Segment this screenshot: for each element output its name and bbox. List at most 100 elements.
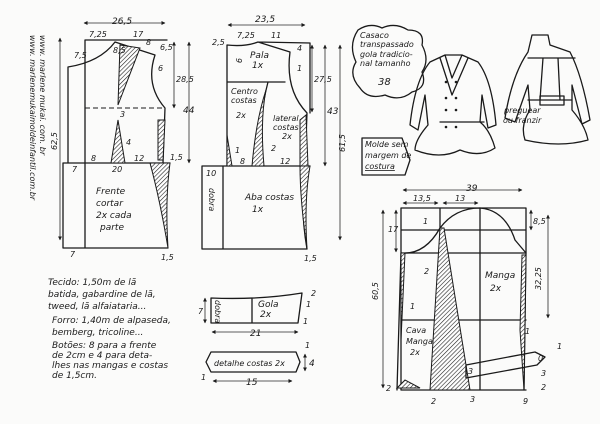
dimension-label: 2 (431, 397, 436, 406)
dimension-label: 12 (134, 154, 144, 163)
dimension-label: 12 (280, 157, 290, 166)
fabric-note: batida, gabardine de lã, (48, 290, 156, 300)
dimension-label: 1 (297, 64, 302, 73)
piece-label: Cava (406, 326, 426, 335)
piece-label: 2x (260, 310, 272, 320)
piece-label: Centro (231, 87, 258, 96)
dimension-label: 23,5 (255, 15, 275, 25)
dimension-label: 8 (240, 157, 245, 166)
dimension-label: 3 (541, 369, 546, 378)
piece-label: Aba costas (244, 193, 294, 203)
dimension-label: 32,25 (534, 267, 543, 290)
title-line: nal tamanho (360, 59, 411, 68)
dimension-label: 27,5 (314, 75, 332, 84)
sleeve-pattern-piece: 39 13,5 13 17 1 8,5 60,5 32,25 2 1 1 0 1… (371, 184, 562, 406)
dimension-label: 43 (327, 107, 339, 117)
dimension-label: 7 (72, 165, 78, 174)
fabric-note: tweed, lã alfaiataria... (48, 302, 146, 312)
piece-label: 2x cada (96, 211, 132, 221)
dimension-label: 6 (158, 64, 163, 73)
title-line: Casaco (360, 31, 389, 40)
piece-label: Manga (485, 271, 515, 281)
coat-back-note: ou franzir (503, 116, 542, 125)
piece-label: cortar (96, 199, 124, 209)
title-line: gola tradicio- (360, 50, 413, 59)
website-credits: www. marlene mukai. com. br www. marlene… (28, 35, 47, 201)
dimension-label: 7 (198, 307, 204, 316)
dimension-label: 2,5 (212, 38, 225, 47)
coat-back-illustration (504, 34, 591, 145)
website-line: www. marlenemukaimoldeinfantil.com.br (28, 35, 37, 201)
dimension-label: 17 (133, 30, 144, 39)
dimension-label: 60,5 (371, 282, 380, 300)
buttons-note: lhes nas mangas e costas (52, 361, 168, 371)
dimension-label: 15 (246, 378, 258, 388)
piece-label: detalhe costas 2x (214, 359, 285, 368)
dimension-label: 1 (306, 300, 311, 309)
dimension-label: 3 (468, 367, 473, 376)
dimension-label: 7,25 (89, 30, 107, 39)
buttons-note: de 1,5cm. (52, 371, 97, 381)
piece-label: 1x (252, 61, 264, 71)
dimension-label: 0 (538, 354, 543, 363)
piece-label: Frente (96, 187, 126, 197)
title-line: transpassado (360, 40, 414, 49)
piece-label: 2x (410, 348, 420, 357)
piece-label: 2x (282, 132, 292, 141)
dimension-label: 9 (523, 397, 528, 406)
coat-front-illustration (409, 54, 497, 156)
fold-label: dobra (207, 188, 216, 211)
dimension-label: 1,5 (304, 254, 317, 263)
piece-label: Gola (258, 300, 279, 310)
dimension-label: 11 (271, 31, 281, 40)
dimension-label: 2 (271, 144, 276, 153)
dimension-label: 4 (126, 138, 131, 147)
dimension-label: 8 (91, 154, 96, 163)
buttons-note: Botões: 8 para a frente (52, 341, 157, 351)
dimension-label: 62,5 (50, 132, 59, 150)
dimension-label: 1 (305, 341, 310, 350)
dimension-label: 1 (525, 327, 530, 336)
note-line: Molde sem (365, 140, 409, 149)
piece-label: Pala (250, 51, 269, 61)
dimension-label: 39 (466, 184, 478, 194)
dimension-label: 1,5 (170, 153, 183, 162)
dimension-label: 1 (410, 302, 415, 311)
dimension-label: 1 (557, 342, 562, 351)
dimension-label: 26,5 (112, 17, 132, 27)
dimension-label: 1 (235, 146, 240, 155)
piece-label: parte (99, 223, 124, 233)
note-line: costura (365, 162, 395, 171)
dimension-label: 28,5 (176, 75, 194, 84)
materials-notes: Tecido: 1,50m de lã batida, gabardine de… (48, 278, 171, 381)
piece-label: 2x (490, 284, 502, 294)
dimension-label: 20 (112, 165, 122, 174)
dimension-label: 2 (386, 384, 391, 393)
dimension-label: 7,25 (237, 31, 255, 40)
piece-label: 1x (252, 205, 264, 215)
note-line: margem de (365, 151, 411, 160)
dimension-label: 2 (541, 383, 546, 392)
dimension-label: 4 (309, 359, 315, 369)
dimension-label: 1 (303, 317, 308, 326)
dimension-label: 3 (120, 110, 125, 119)
back-pattern-piece: 23,5 7,25 11 2,5 9 4 1 27,5 43 1 2 8 12 … (201, 15, 347, 263)
dimension-label: 9 (234, 58, 243, 63)
dimension-label: 13 (455, 194, 465, 203)
lining-note: bemberg, tricoline... (52, 328, 143, 338)
dimension-label: 44 (183, 106, 195, 116)
dimension-label: 21 (250, 329, 261, 339)
dimension-label: 2 (311, 289, 316, 298)
front-pattern-piece: 26,5 7,25 17 7,5 8,5 8 6,5 6 28,5 44 62,… (50, 17, 195, 262)
piece-label: 2x (236, 111, 246, 120)
title-note: Casaco transpassado gola tradicio- nal t… (351, 24, 427, 99)
back-detail-pattern-piece: detalhe costas 2x 1 4 1 15 (201, 341, 315, 388)
dimension-label: 8,5 (113, 46, 126, 55)
title-size: 38 (378, 77, 391, 88)
fabric-note: Tecido: 1,50m de lã (48, 278, 137, 288)
website-line: www. marlene mukai. com. br (38, 35, 47, 156)
fold-label: dobra (213, 300, 222, 323)
dimension-label: 10 (206, 169, 216, 178)
dimension-label: 3 (470, 395, 475, 404)
